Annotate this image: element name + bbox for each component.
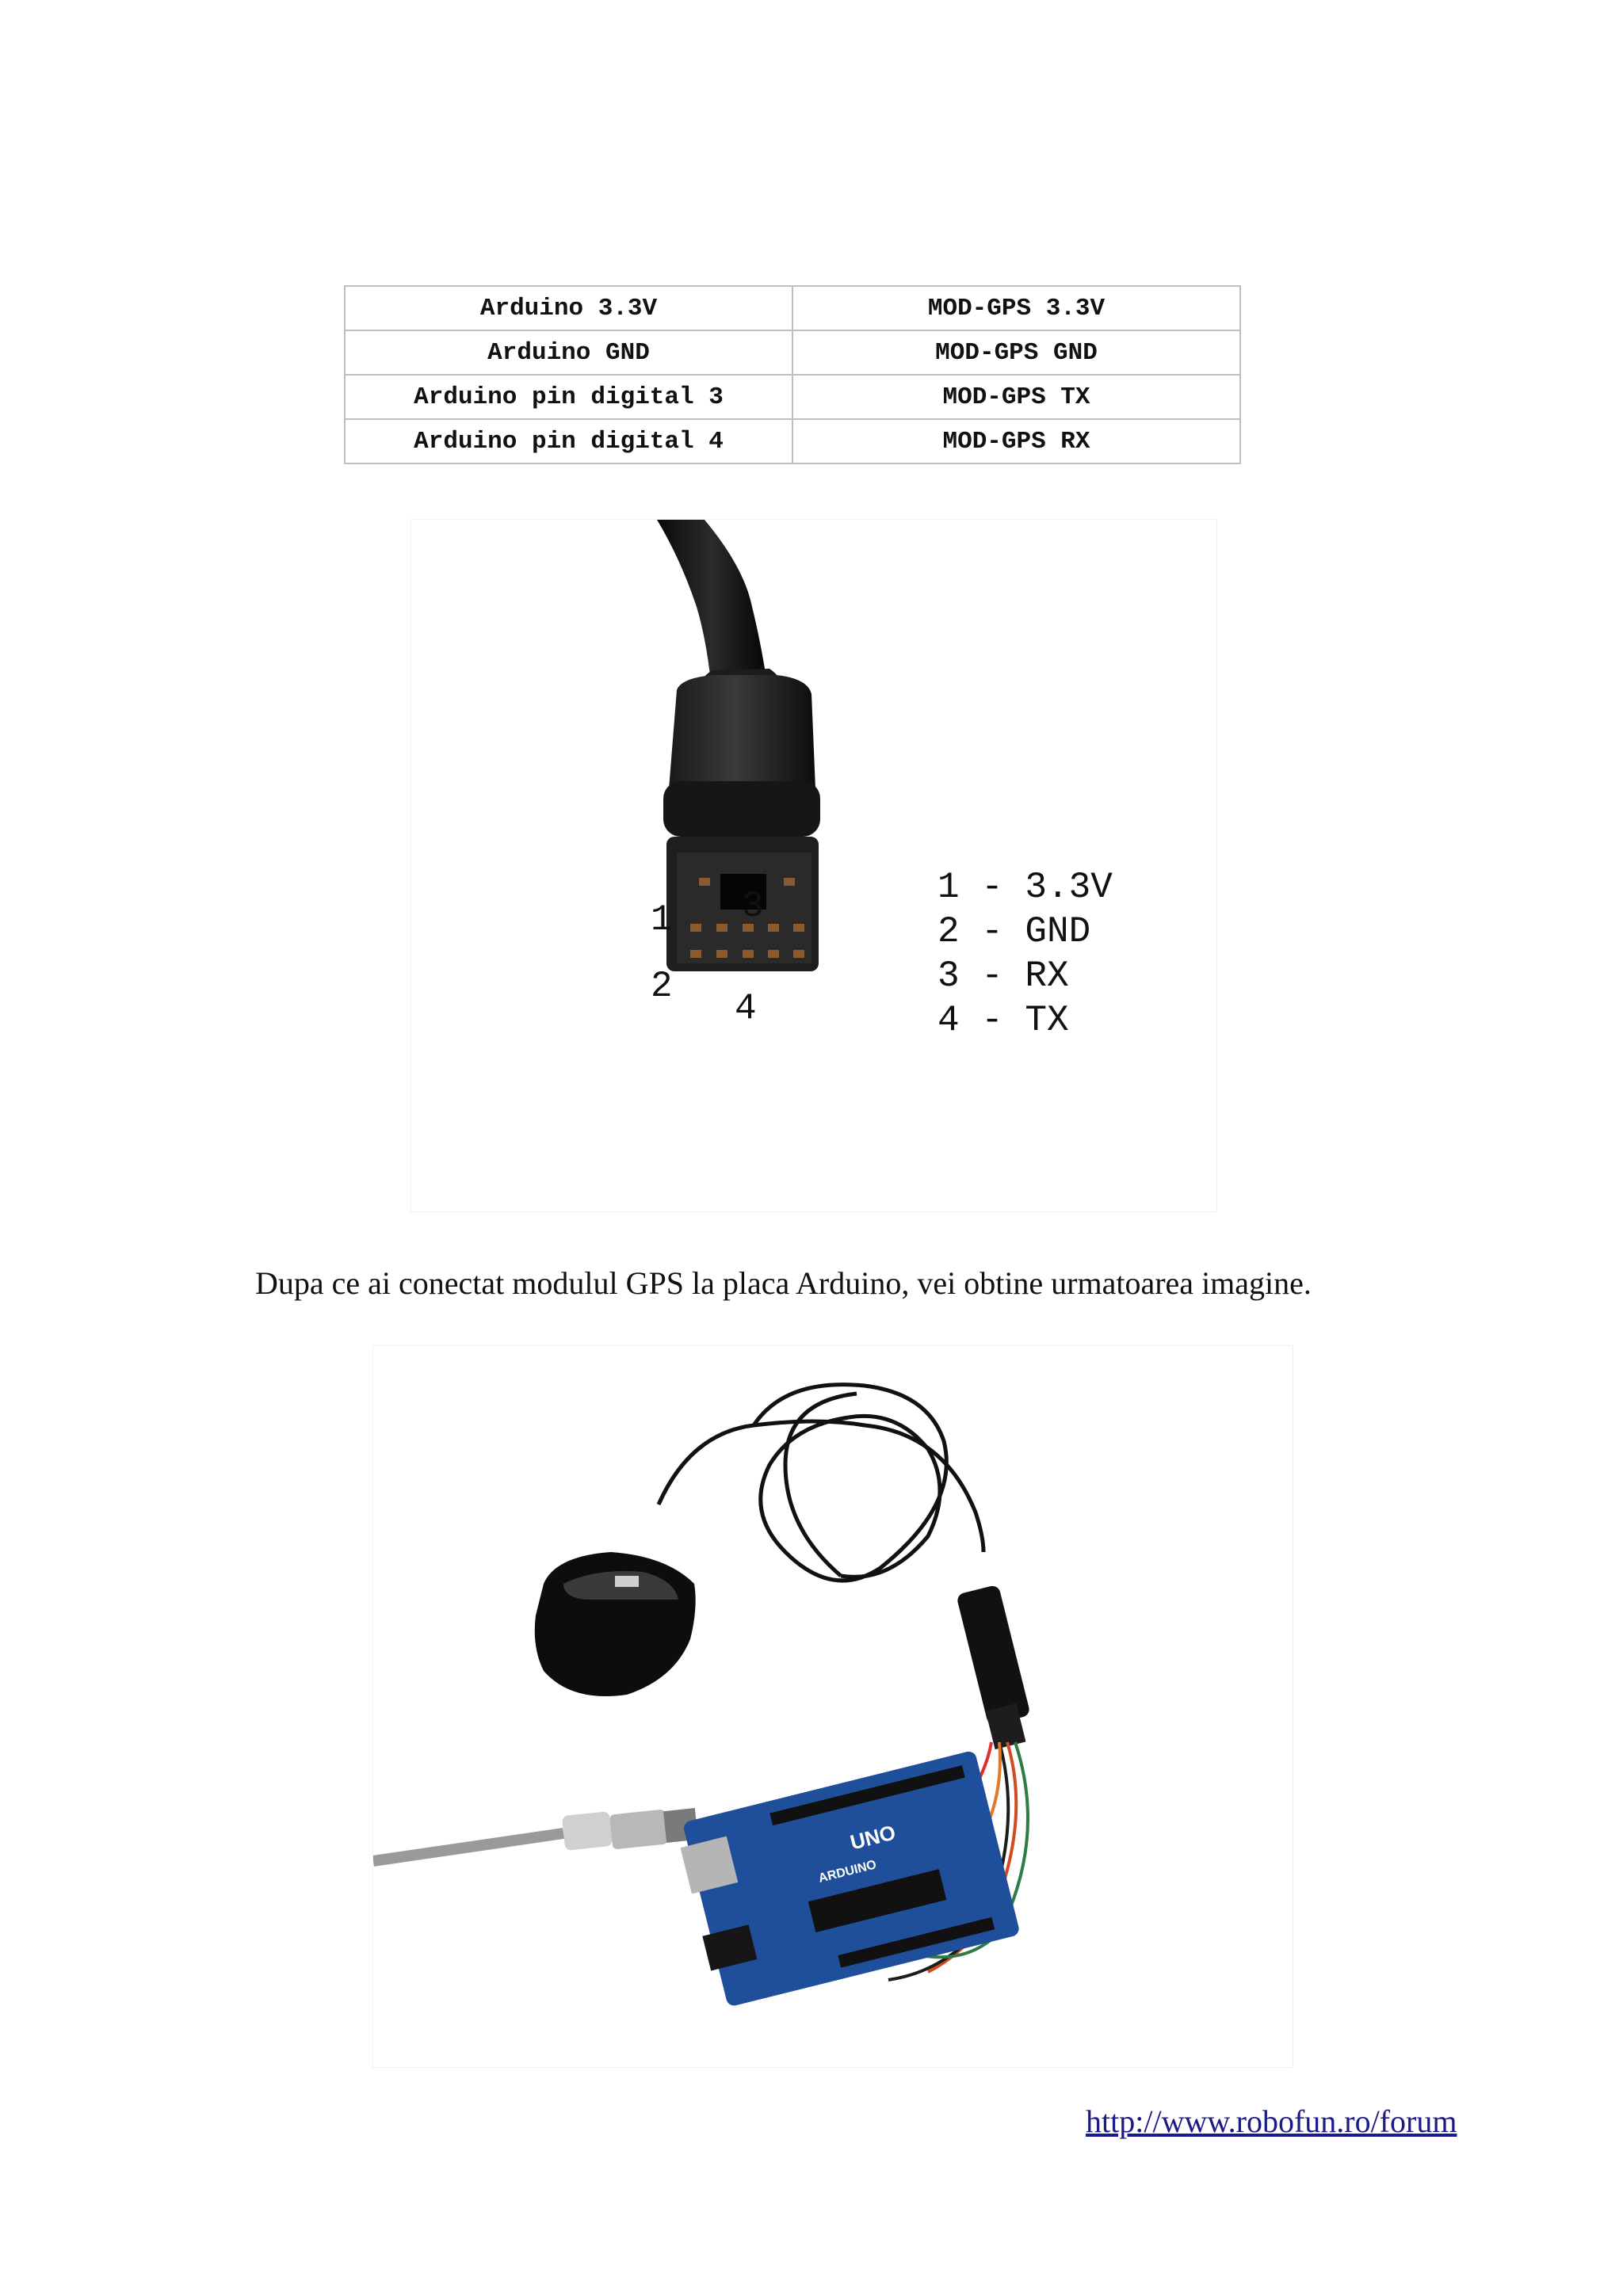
arduino-board: UNO ARDUINO	[680, 1751, 1019, 2006]
caption-text: Dupa ce ai conectat modulul GPS la placa…	[255, 1265, 1312, 1301]
connector-illustration: 1 2 3 4 1 - 3.3V 2 - GND 3 - RX 4 - TX	[411, 520, 1216, 1211]
pin-legend-3: 3 - RX	[938, 955, 1069, 997]
gps-antenna	[534, 1552, 696, 1696]
table-row: Arduino 3.3V MOD-GPS 3.3V	[344, 285, 1241, 331]
gps-cell: MOD-GPS RX	[792, 418, 1241, 464]
forum-link[interactable]: http://www.robofun.ro/forum	[1086, 2103, 1457, 2139]
pin-legend-4: 4 - TX	[938, 1000, 1069, 1041]
connector-photo: 1 2 3 4 1 - 3.3V 2 - GND 3 - RX 4 - TX	[411, 519, 1217, 1212]
table-row: Arduino pin digital 4 MOD-GPS RX	[344, 418, 1241, 464]
wiring-table: Arduino 3.3V MOD-GPS 3.3V Arduino GND MO…	[344, 285, 1241, 464]
gps-cell: MOD-GPS GND	[792, 330, 1241, 376]
plug-body	[669, 675, 815, 789]
cable	[657, 520, 766, 682]
arduino-gps-illustration: UNO ARDUINO	[373, 1346, 1293, 2067]
arduino-cell: Arduino 3.3V	[344, 285, 793, 331]
gps-cell: MOD-GPS TX	[792, 374, 1241, 420]
table-row: Arduino pin digital 3 MOD-GPS TX	[344, 374, 1241, 420]
arduino-cell: Arduino pin digital 3	[344, 374, 793, 420]
pin-legend-1: 1 - 3.3V	[938, 867, 1113, 908]
arduino-gps-photo: UNO ARDUINO	[372, 1345, 1293, 2068]
arduino-cell: Arduino pin digital 4	[344, 418, 793, 464]
gps-cell: MOD-GPS 3.3V	[792, 285, 1241, 331]
pin-number-1: 1	[651, 899, 673, 940]
gps-cable	[656, 1383, 986, 1583]
pin-number-4: 4	[735, 988, 757, 1029]
pin-number-2: 2	[651, 966, 673, 1007]
pin-legend-2: 2 - GND	[938, 911, 1090, 952]
table-row: Arduino GND MOD-GPS GND	[344, 330, 1241, 376]
arduino-cell: Arduino GND	[344, 330, 793, 376]
gps-connector	[957, 1585, 1029, 1750]
pin-number-3: 3	[742, 886, 764, 927]
